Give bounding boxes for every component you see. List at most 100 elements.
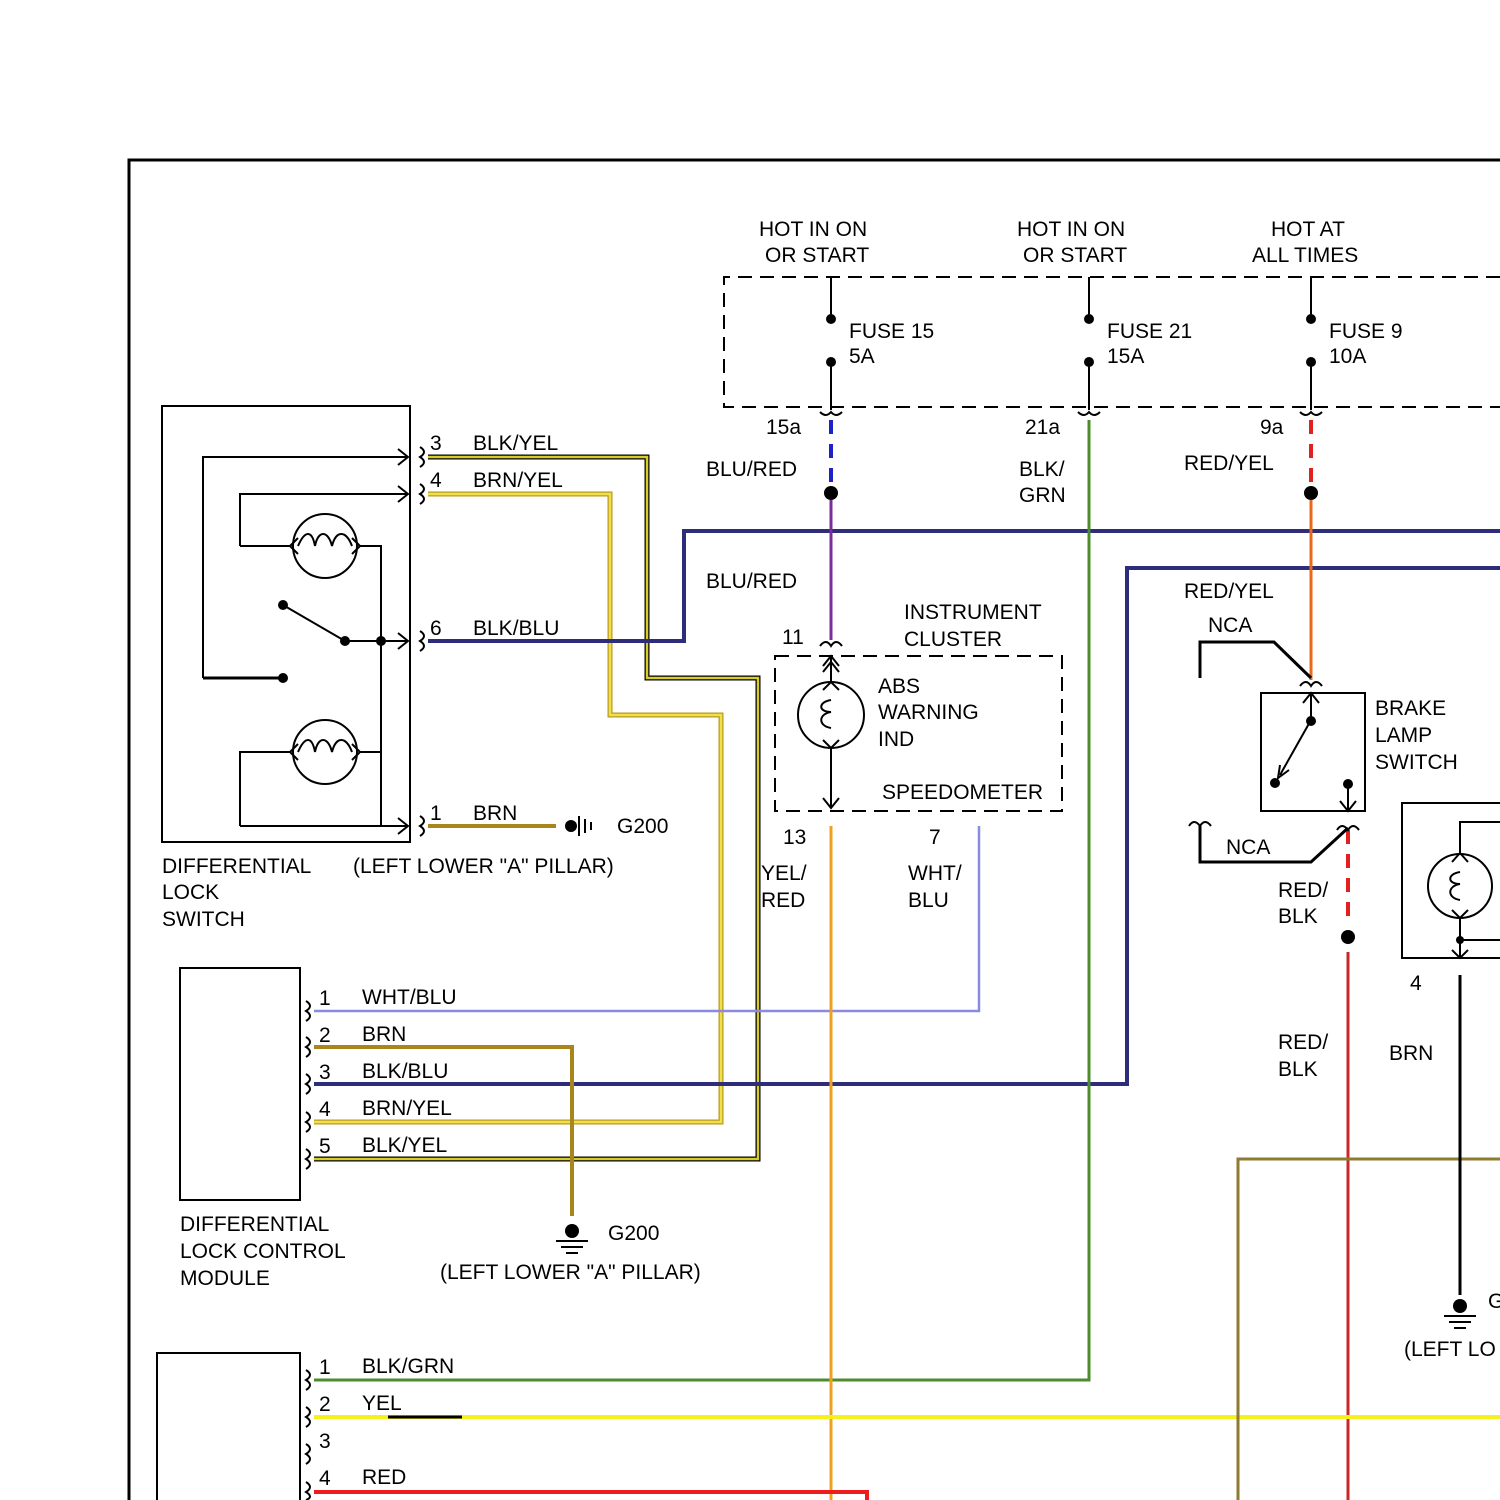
brake-name-line3: SWITCH	[1375, 751, 1458, 774]
terminal-21a: 21a	[1025, 416, 1060, 439]
fuse-21: FUSE 21 15A 21a	[1025, 277, 1192, 439]
cluster-indicator-line3: IND	[878, 728, 914, 751]
ground-switch-location: (LEFT LOWER "A" PILLAR)	[353, 855, 614, 878]
lamp-icon	[290, 514, 360, 578]
module-pin-3-wire: BLK/BLU	[362, 1060, 448, 1083]
differential-lock-switch: 3 BLK/YEL 4 BRN/YEL 6 BLK/BLU 1 BRN DIFF…	[162, 406, 563, 931]
ground-module-label: G200	[608, 1222, 659, 1245]
switch-pin-3: 3	[430, 432, 442, 455]
cluster-indicator-line2: WARNING	[878, 701, 979, 724]
wire-label-yel-red-line2: RED	[761, 889, 805, 912]
module-pin-4: 4	[319, 1098, 331, 1121]
wire-wht-blu	[314, 826, 979, 1011]
power-source-3-line2: ALL TIMES	[1252, 244, 1358, 267]
switch-pin-6: 6	[430, 617, 442, 640]
power-source-3-line1: HOT AT	[1271, 218, 1345, 241]
wire-blk-blu-switch	[428, 531, 1500, 641]
terminal-9a: 9a	[1260, 416, 1284, 439]
wires	[314, 420, 1500, 1500]
cluster-pin-13: 13	[783, 826, 806, 849]
cluster-pin-11: 11	[782, 626, 804, 649]
right-partial-component: 4 BRN G (LEFT LO	[1389, 803, 1500, 1361]
module-name-line3: MODULE	[180, 1267, 270, 1290]
bottom-pin-4: 4	[319, 1467, 331, 1490]
right-pin-4: 4	[1410, 972, 1422, 995]
brake-name-line1: BRAKE	[1375, 697, 1446, 720]
bottom-pin-4-wire: RED	[362, 1466, 406, 1489]
cluster-name-line1: INSTRUMENT	[904, 601, 1042, 624]
wire-label-blk-grn-line2: GRN	[1019, 484, 1066, 507]
switch-pin-1-wire: BRN	[473, 802, 517, 825]
module-pin-1-wire: WHT/BLU	[362, 986, 457, 1009]
fuse-9-amp: 10A	[1329, 345, 1366, 368]
fuse-21-label: FUSE 21	[1107, 320, 1192, 343]
splice-blu-red	[824, 486, 838, 500]
wire-label-wht-blu-line2: BLU	[908, 889, 949, 912]
switch-name-line2: LOCK	[162, 881, 219, 904]
bottom-pin-1: 1	[319, 1356, 331, 1379]
cluster-speedometer: SPEEDOMETER	[882, 781, 1043, 804]
indicator-bulb-icon	[1428, 853, 1492, 918]
wire-red	[314, 1492, 867, 1500]
bottom-pin-2: 2	[319, 1393, 331, 1416]
power-source-1-line2: OR START	[765, 244, 869, 267]
wire-label-yel-red-line1: YEL/	[761, 862, 807, 885]
module-name-line1: DIFFERENTIAL	[180, 1213, 329, 1236]
module-pin-5-wire: BLK/YEL	[362, 1134, 447, 1157]
wire-label-blk-grn-line1: BLK/	[1019, 458, 1065, 481]
wire-label-red-blk-line2: BLK	[1278, 905, 1318, 928]
module-pin-2-wire: BRN	[362, 1023, 406, 1046]
wire-label-red-yel-top: RED/YEL	[1184, 452, 1274, 475]
module-pin-3: 3	[319, 1061, 331, 1084]
splice-red-blk	[1341, 930, 1355, 944]
module-pin-5: 5	[319, 1135, 331, 1158]
brake-name-line2: LAMP	[1375, 724, 1432, 747]
bottom-pin-3: 3	[319, 1430, 331, 1453]
power-source-2-line2: OR START	[1023, 244, 1127, 267]
wire-label-red-blk-line1: RED/	[1278, 879, 1328, 902]
indicator-bulb-icon	[798, 682, 864, 748]
switch-pin-4-wire: BRN/YEL	[473, 469, 563, 492]
bottom-pin-1-wire: BLK/GRN	[362, 1355, 454, 1378]
ground-g200-module: G200 (LEFT LOWER "A" PILLAR)	[440, 1222, 701, 1284]
differential-lock-control-module: 1 WHT/BLU 2 BRN 3 BLK/BLU 4 BRN/YEL 5 BL…	[180, 968, 457, 1290]
fuse-15: FUSE 15 5A 15a	[766, 277, 934, 439]
brake-lamp-switch: RED/YEL NCA BRAKE LAMP SWITCH NCA RED/ B…	[1184, 580, 1458, 1081]
module-pin-2: 2	[319, 1024, 331, 1047]
diagram-frame	[129, 160, 1500, 1500]
right-ground-label: G	[1488, 1290, 1500, 1313]
wire-label-red-blk-lower-line1: RED/	[1278, 1031, 1328, 1054]
switch-pin-6-wire: BLK/BLU	[473, 617, 559, 640]
terminal-15a: 15a	[766, 416, 801, 439]
fuse-9-label: FUSE 9	[1329, 320, 1403, 343]
wire-label-red-yel-mid: RED/YEL	[1184, 580, 1274, 603]
lamp-icon	[290, 720, 360, 784]
ground-icon	[556, 1224, 588, 1253]
fuse-block: HOT IN ON OR START HOT IN ON OR START HO…	[724, 218, 1500, 439]
right-ground-location: (LEFT LO	[1404, 1338, 1496, 1361]
power-source-2-line1: HOT IN ON	[1017, 218, 1125, 241]
power-source-1-line1: HOT IN ON	[759, 218, 867, 241]
module-pin-4-wire: BRN/YEL	[362, 1097, 452, 1120]
switch-pin-3-wire: BLK/YEL	[473, 432, 558, 455]
fuse-21-amp: 15A	[1107, 345, 1144, 368]
switch-name-line1: DIFFERENTIAL	[162, 855, 311, 878]
fuse-15-label: FUSE 15	[849, 320, 934, 343]
brake-nca-top: NCA	[1208, 614, 1252, 637]
module-name-line2: LOCK CONTROL	[180, 1240, 346, 1263]
right-wire-brn: BRN	[1389, 1042, 1433, 1065]
cluster-indicator-line1: ABS	[878, 675, 920, 698]
switch-name-line3: SWITCH	[162, 908, 245, 931]
splice-red-yel	[1304, 486, 1318, 500]
ground-module-location: (LEFT LOWER "A" PILLAR)	[440, 1261, 701, 1284]
switch-pin-4: 4	[430, 469, 442, 492]
wire-blk-grn	[314, 420, 1089, 1380]
wire-label-wht-blu-line1: WHT/	[908, 862, 962, 885]
bottom-module: 1 BLK/GRN 2 YEL 3 4 RED	[157, 1353, 454, 1500]
wire-label-blu-red-top: BLU/RED	[706, 458, 797, 481]
bottom-pin-2-wire: YEL	[362, 1392, 402, 1415]
cluster-name-line2: CLUSTER	[904, 628, 1002, 651]
ground-switch-label: G200	[617, 815, 668, 838]
ground-icon	[1444, 1299, 1476, 1328]
